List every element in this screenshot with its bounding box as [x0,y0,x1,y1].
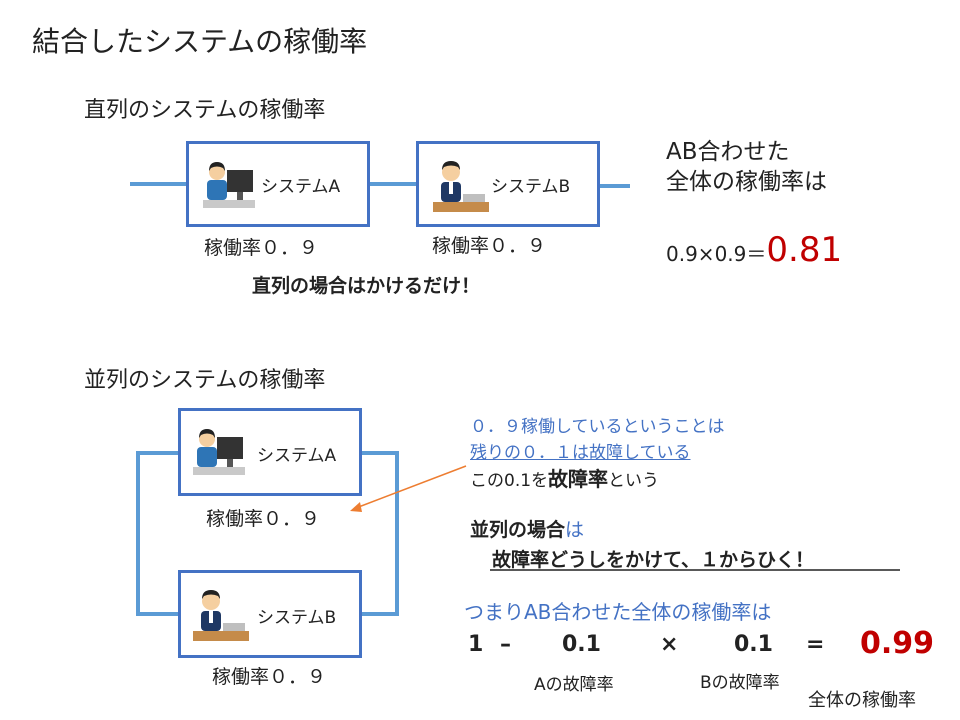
parallel-rule: 並列の場合は 故障率どうしをかけて、１からひく！ [470,515,814,575]
explain-line1: ０．９稼働しているということは [470,417,725,437]
formula-b: 0.1 [734,632,773,657]
parallel-rate-b: 稼働率０．９ [212,666,327,688]
parallel-system-a-box: システムA [178,408,362,496]
parallel-explanation: ０．９稼働しているということは 残りの０．１は故障している この0.1を故障率と… [470,414,725,494]
explain-line3-bold: 故障率 [548,467,609,491]
formula-a: 0.1 [562,632,601,657]
label-b-failure: Bの故障率 [700,673,780,693]
parallel-summary: つまりAB合わせた全体の稼働率は [464,600,772,624]
series-system-b-label: システムB [491,177,571,197]
label-total-rate: 全体の稼働率 [808,690,916,711]
formula-times: × [660,632,679,657]
series-rate-b: 稼働率０．９ [432,235,547,257]
series-rate-a: 稼働率０．９ [204,237,319,259]
parallel-line-right [360,451,399,616]
formula-result: 0.99 [860,626,935,661]
series-system-b-box: システムB [416,141,600,227]
rule-line1-blue: は [565,519,585,541]
series-result-value: 0.81 [766,230,843,270]
series-note: 直列の場合はかけるだけ！ [252,275,481,297]
formula-eq: = [806,632,825,657]
explain-line3: この0.1を故障率という [470,466,725,494]
series-heading: 直列のシステムの稼働率 [84,98,326,123]
formula-minus: – [500,632,511,657]
explain-arrow [355,465,467,509]
worker-man-icon [433,161,489,212]
rule-line1-bold: 並列の場合 [470,519,566,541]
rule-line2: 故障率どうしをかけて、１からひく！ [492,549,815,571]
series-formula: 0.9×0.9＝0.81 [666,230,842,270]
parallel-system-a-label: システムA [257,446,337,466]
page-title: 結合したシステムの稼働率 [32,25,368,58]
parallel-rate-a: 稼働率０．９ [206,508,321,530]
explain-line3-post: という [608,471,660,491]
series-result-label: AB合わせた 全体の稼働率は [666,137,827,197]
series-formula-text: 0.9×0.9＝ [666,242,767,266]
explain-line3-pre: この0.1を [470,471,549,491]
worker-woman-icon [193,429,245,475]
arrow-head [350,502,362,512]
parallel-heading: 並列のシステムの稼働率 [84,368,326,393]
parallel-line-left [136,451,180,616]
series-result-label-line1: AB合わせた [666,139,790,165]
worker-woman-icon [203,162,255,208]
explain-line2: 残りの０．１は故障している [470,443,691,463]
series-system-a-label: システムA [261,177,341,197]
formula-one: 1 [468,632,484,657]
label-a-failure: Aの故障率 [534,675,614,695]
worker-man-icon [193,590,249,641]
series-result-label-line2: 全体の稼働率は [666,169,827,195]
parallel-system-b-label: システムB [257,608,337,628]
parallel-system-b-box: システムB [178,570,362,658]
series-system-a-box: システムA [186,141,370,227]
